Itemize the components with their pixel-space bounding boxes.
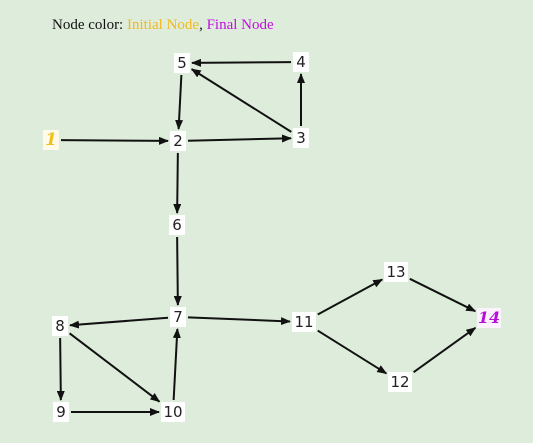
- edge-7-to-8: [68, 316, 169, 329]
- edge-4-to-5: [190, 58, 292, 67]
- node-3-box: [293, 128, 309, 148]
- node-9-box: [53, 402, 69, 422]
- edge-6-to-7: [173, 236, 182, 307]
- edges: [56, 58, 477, 416]
- node-5: 5: [174, 53, 190, 73]
- edge-12-to-14: [413, 326, 477, 374]
- edge-8-to-9: [56, 337, 65, 402]
- node-8-box: [52, 316, 68, 336]
- node-4-box: [293, 52, 309, 72]
- node-5-label: 5: [177, 54, 187, 72]
- node-1-label: 1: [45, 130, 57, 150]
- node-3-label: 3: [296, 129, 306, 147]
- legend-final-node: Final Node: [206, 17, 274, 33]
- node-11: 11: [292, 312, 316, 332]
- legend-separator: ,: [199, 17, 207, 33]
- node-4-label: 4: [296, 53, 306, 71]
- node-5-box: [174, 53, 190, 73]
- node-10-label: 10: [163, 403, 182, 421]
- edge-13-to-14: [409, 277, 477, 313]
- node-13: 13: [384, 262, 408, 282]
- edge-2-to-3: [187, 134, 293, 143]
- node-14-label: 14: [478, 308, 500, 327]
- node-12-label: 12: [390, 373, 409, 391]
- node-2: 2: [170, 131, 186, 151]
- node-12: 12: [388, 372, 412, 392]
- legend-prefix: Node color:: [52, 17, 127, 33]
- node-8-label: 8: [55, 317, 65, 335]
- node-2-box: [170, 131, 186, 151]
- node-13-box: [384, 262, 408, 282]
- node-7-label: 7: [173, 308, 183, 326]
- edge-7-to-11: [187, 316, 292, 326]
- node-2-label: 2: [173, 132, 183, 150]
- node-10: 10: [161, 402, 185, 422]
- edge-2-to-6: [173, 152, 182, 215]
- edge-8-to-10: [68, 332, 161, 403]
- node-11-box: [292, 312, 316, 332]
- node-4: 4: [293, 52, 309, 72]
- edge-1-to-2: [60, 136, 170, 145]
- node-9-label: 9: [56, 403, 66, 421]
- node-10-box: [161, 402, 185, 422]
- edge-11-to-12: [317, 329, 388, 375]
- node-1-box: [43, 130, 59, 150]
- node-1: 1: [43, 130, 59, 150]
- edge-3-to-5: [190, 68, 292, 133]
- edge-10-to-7: [172, 327, 181, 401]
- node-8: 8: [52, 316, 68, 336]
- node-14-box: [477, 308, 501, 328]
- legend-initial-node: Initial Node: [126, 17, 200, 33]
- node-9: 9: [53, 402, 69, 422]
- node-7-box: [170, 307, 186, 327]
- node-13-label: 13: [386, 263, 405, 281]
- node-color-legend: Node color: Initial Node, Final Node: [52, 17, 274, 34]
- edge-11-to-13: [317, 278, 384, 316]
- node-14: 14: [477, 308, 501, 328]
- edge-5-to-2: [175, 74, 184, 131]
- node-7: 7: [170, 307, 186, 327]
- node-12-box: [388, 372, 412, 392]
- node-11-label: 11: [294, 313, 313, 331]
- node-3: 3: [293, 128, 309, 148]
- node-6: 6: [169, 215, 185, 235]
- node-6-label: 6: [172, 216, 182, 234]
- node-6-box: [169, 215, 185, 235]
